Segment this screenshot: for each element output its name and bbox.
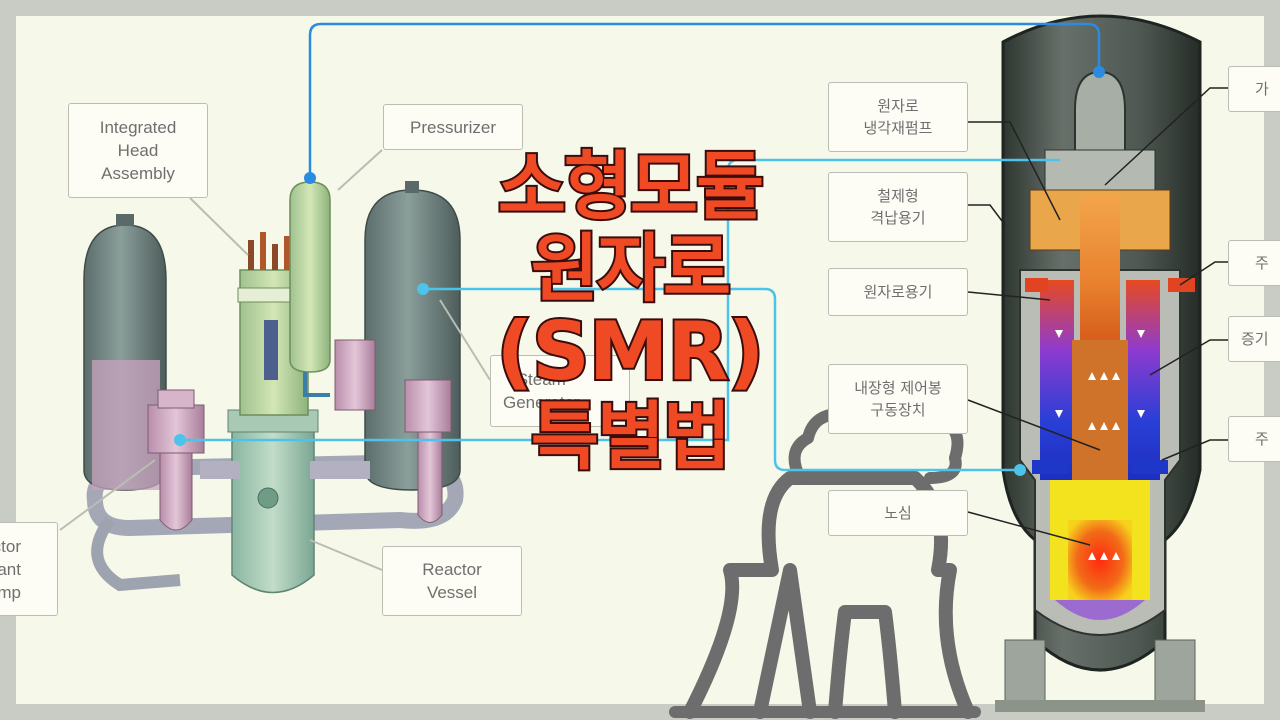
label-integrated-head-assembly: Integrated Head Assembly xyxy=(68,103,208,198)
leader-lines xyxy=(59,149,491,571)
label-coolant-pump: 원자로 냉각재펌프 xyxy=(828,82,968,152)
label-control-rod-drive: 내장형 제어봉 구동장치 xyxy=(828,364,968,434)
label-core: 노심 xyxy=(828,490,968,536)
label-edge-1: 가 xyxy=(1228,66,1280,112)
label-edge-4: 주 xyxy=(1228,416,1280,462)
label-reactor-vessel: Reactor Vessel xyxy=(382,546,522,616)
right-leader-lines xyxy=(967,87,1228,546)
connector-lines xyxy=(174,22,1105,476)
flow-arrows xyxy=(1055,330,1145,560)
label-pressurizer: Pressurizer xyxy=(383,104,523,150)
label-reactor-coolant-pump: Reactor Coolant Pump xyxy=(0,522,58,616)
label-edge-3: 증기 xyxy=(1228,316,1280,362)
title-line-3: (SMR) xyxy=(495,305,767,398)
title-line-2: 원자로 xyxy=(529,226,733,312)
label-steel-containment: 철제형 격납용기 xyxy=(828,172,968,242)
label-reactor-vessel-kr: 원자로용기 xyxy=(828,268,968,316)
title-line-1: 소형모듈 xyxy=(496,144,766,230)
title-line-4: 특별법 xyxy=(529,394,733,480)
headline-title: 소형모듈 원자로 (SMR) 특별법 xyxy=(455,144,805,480)
left-reactor-module xyxy=(83,181,464,594)
label-edge-2: 주 xyxy=(1228,240,1280,286)
right-reactor-section xyxy=(995,14,1205,712)
label-steam-generator: Steam Generator xyxy=(490,355,630,427)
